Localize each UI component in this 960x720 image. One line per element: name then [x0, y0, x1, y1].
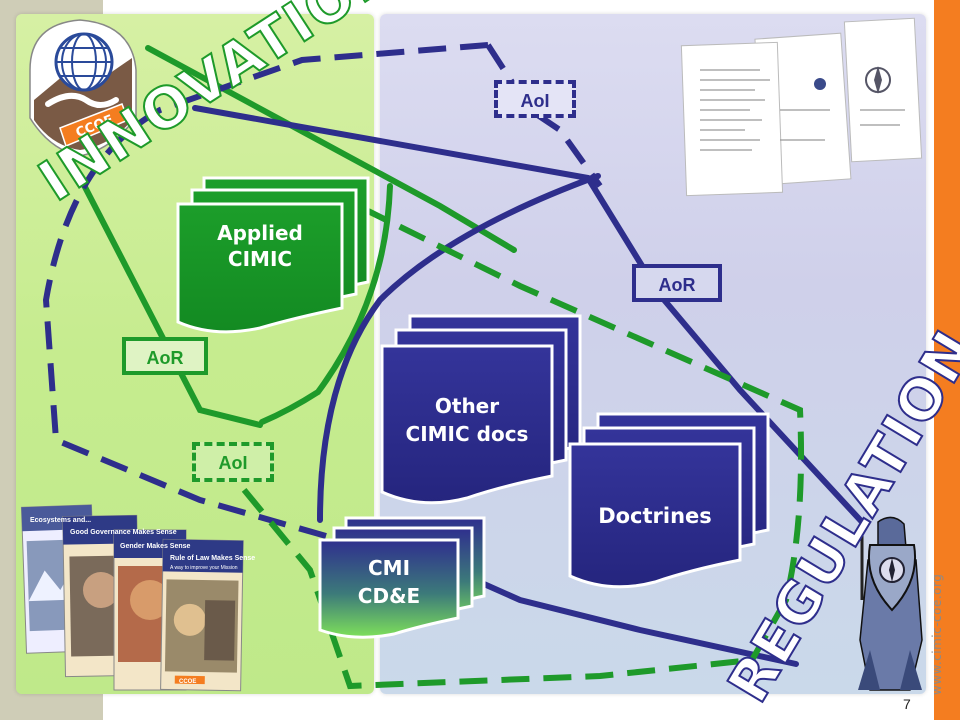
booklet-title-3: Gender Makes Sense — [120, 543, 191, 550]
other-cimic-docs-label: Other CIMIC docs — [382, 392, 552, 448]
nato-documents-photo — [680, 17, 923, 197]
aor-tag-blue: AoR — [632, 264, 722, 302]
applied-cimic-label: Applied CIMIC — [178, 220, 342, 272]
other-cimic-line1: Other — [434, 394, 500, 418]
green-aoi-boundary — [233, 205, 805, 690]
knight-figure — [858, 516, 923, 691]
booklet-title-2: Good Governance Makes Sense — [70, 529, 177, 536]
page-number: 7 — [903, 696, 911, 712]
applied-cimic-line2: CIMIC — [227, 247, 293, 271]
booklet-subtitle: A way to improve your Mission — [170, 565, 238, 571]
orange-side-bar — [934, 0, 960, 720]
cmi-cde-label: CMI CD&E — [320, 554, 458, 610]
booklet-covers — [20, 504, 244, 692]
website-url: www.cimic-coe.org — [930, 573, 944, 695]
doctrines-label: Doctrines — [598, 504, 712, 528]
applied-cimic-doc — [176, 176, 370, 334]
aoi-tag-green: AoI — [192, 442, 274, 482]
green-aor-lines — [67, 45, 517, 428]
aor-tag-green: AoR — [122, 337, 208, 375]
cmi-cde-doc — [318, 516, 486, 639]
aoi-tag-blue: AoI — [494, 80, 576, 118]
blue-aoi-boundary — [42, 42, 489, 543]
cmi-line2: CD&E — [357, 584, 421, 608]
applied-cimic-line1: Applied — [217, 221, 303, 245]
booklet-title-1: Ecosystems and... — [30, 517, 91, 524]
booklet-title-4: Rule of Law Makes Sense — [170, 555, 255, 562]
other-cimic-docs — [380, 314, 582, 505]
other-cimic-line2: CIMIC docs — [405, 422, 529, 446]
doctrines-doc — [568, 412, 770, 589]
ccoe-logo — [29, 19, 137, 157]
booklet-brand: CCOE — [179, 679, 196, 685]
cmi-line1: CMI — [367, 556, 411, 580]
blue-aoi-boundary-right — [485, 43, 603, 188]
